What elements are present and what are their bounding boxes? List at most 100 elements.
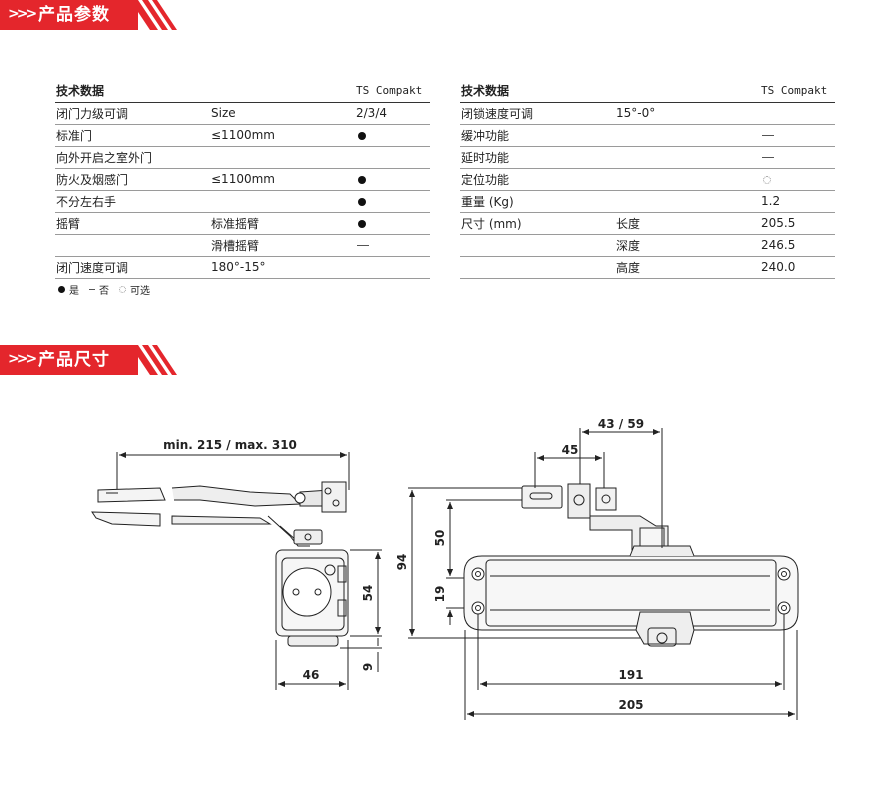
optional-circle-icon <box>763 175 771 184</box>
dim-total-length: 205 <box>618 698 643 712</box>
row-detail <box>615 168 760 191</box>
table-row: 重量 (Kg) 1.2 <box>460 190 835 213</box>
row-value <box>355 234 430 257</box>
row-detail: 高度 <box>615 256 760 279</box>
legend-yes: 是 <box>69 286 79 297</box>
size-banner: >>> 产品尺寸 <box>0 345 180 375</box>
table-header-row: 技术数据 TS Compakt <box>55 80 430 103</box>
dim-body-length: 191 <box>618 668 643 682</box>
row-detail <box>210 190 355 213</box>
banner-bar <box>0 345 138 375</box>
row-value <box>355 124 430 147</box>
section-title-size: 产品尺寸 <box>38 350 110 370</box>
stripes-decoration <box>130 0 177 30</box>
row-label <box>460 234 615 257</box>
dim-side-height: 54 <box>361 585 375 602</box>
row-value <box>760 146 835 169</box>
banner-bar <box>0 0 138 30</box>
row-detail <box>615 124 760 147</box>
row-detail <box>615 146 760 169</box>
legend: 是 否 可选 <box>56 282 150 297</box>
row-detail: ≤1100mm <box>210 124 355 147</box>
row-label: 闭门速度可调 <box>55 256 210 279</box>
row-value: 205.5 <box>760 212 835 235</box>
table-row: 不分左右手 <box>55 190 430 213</box>
row-detail <box>615 190 760 213</box>
row-label: 尺寸 (mm) <box>460 212 615 235</box>
row-detail: 标准摇臂 <box>210 212 355 235</box>
row-detail: 滑槽摇臂 <box>210 234 355 257</box>
table-row: 滑槽摇臂 <box>55 234 430 257</box>
yes-dot-icon <box>358 175 366 184</box>
row-value <box>355 190 430 213</box>
row-value <box>355 146 430 169</box>
row-label: 延时功能 <box>460 146 615 169</box>
row-detail: Size <box>210 102 355 125</box>
row-label: 定位功能 <box>460 168 615 191</box>
row-detail: 15°-0° <box>615 102 760 125</box>
stripes-decoration <box>130 345 177 375</box>
row-value <box>355 168 430 191</box>
params-banner: >>> 产品参数 <box>0 0 180 30</box>
no-dash-icon <box>89 289 95 290</box>
header-cell: TS Compakt <box>760 80 835 103</box>
row-value: 2/3/4 <box>355 102 430 125</box>
row-value <box>760 102 835 125</box>
optional-circle-icon <box>119 286 126 293</box>
dim-upper: 50 <box>433 530 447 547</box>
table-row: 定位功能 <box>460 168 835 191</box>
row-label: 缓冲功能 <box>460 124 615 147</box>
row-label: 闭锁速度可调 <box>460 102 615 125</box>
dim-arm-span: min. 215 / max. 310 <box>163 438 297 452</box>
row-detail: ≤1100mm <box>210 168 355 191</box>
row-value <box>760 124 835 147</box>
table-row: 延时功能 <box>460 146 835 169</box>
chevrons-icon: >>> <box>8 351 37 367</box>
row-label <box>460 256 615 279</box>
row-value <box>760 168 835 191</box>
row-value: 240.0 <box>760 256 835 279</box>
chevrons-icon: >>> <box>8 6 37 22</box>
section-title-params: 产品参数 <box>38 5 110 25</box>
yes-dot-icon <box>358 197 366 206</box>
yes-dot-icon <box>358 219 366 228</box>
legend-optional: 可选 <box>130 286 150 297</box>
row-label: 防火及烟感门 <box>55 168 210 191</box>
table-row: 向外开启之室外门 <box>55 146 430 169</box>
dim-lower: 19 <box>433 586 447 603</box>
dim-total-height: 94 <box>395 554 409 571</box>
row-detail: 深度 <box>615 234 760 257</box>
table-row: 摇臂标准摇臂 <box>55 212 430 235</box>
dim-side-width: 46 <box>303 668 320 682</box>
dim-top-small: 45 <box>562 443 579 457</box>
header-cell: TS Compakt <box>355 80 430 103</box>
header-cell: 技术数据 <box>55 80 210 103</box>
row-label: 重量 (Kg) <box>460 190 615 213</box>
table-row: 防火及烟感门≤1100mm <box>55 168 430 191</box>
row-label: 向外开启之室外门 <box>55 146 210 169</box>
row-label: 闭门力级可调 <box>55 102 210 125</box>
no-dash-icon <box>357 245 369 246</box>
no-dash-icon <box>762 135 774 136</box>
no-dash-icon <box>762 157 774 158</box>
row-label <box>55 234 210 257</box>
row-value <box>355 212 430 235</box>
dim-side-bottom: 9 <box>361 663 375 671</box>
table-header-row: 技术数据 TS Compakt <box>460 80 835 103</box>
row-value: 1.2 <box>760 190 835 213</box>
row-label: 不分左右手 <box>55 190 210 213</box>
table-row: 标准门≤1100mm <box>55 124 430 147</box>
row-label: 标准门 <box>55 124 210 147</box>
row-value: 246.5 <box>760 234 835 257</box>
yes-dot-icon <box>358 131 366 140</box>
row-label: 摇臂 <box>55 212 210 235</box>
row-detail: 180°-15° <box>210 256 355 279</box>
row-detail: 长度 <box>615 212 760 235</box>
legend-no: 否 <box>99 286 109 297</box>
